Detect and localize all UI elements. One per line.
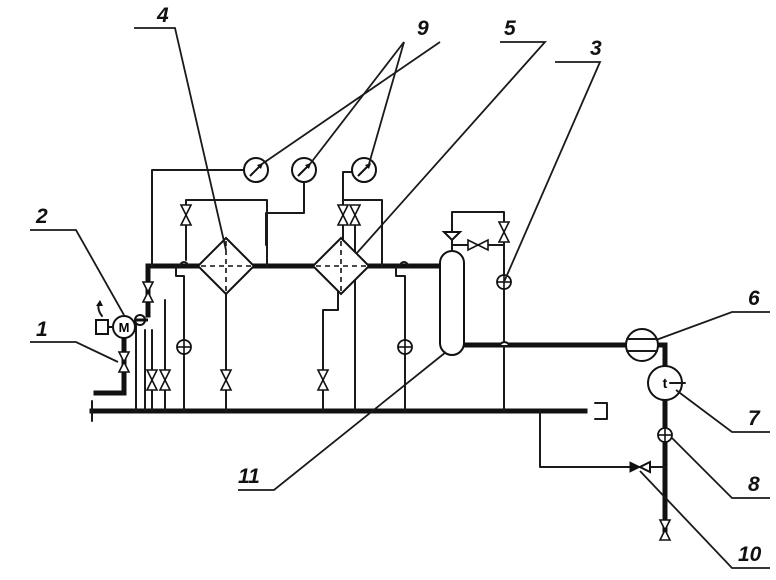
valve-filter1-drain	[220, 369, 232, 391]
valve-separator-horizontal	[467, 239, 489, 251]
check-fitting-2	[397, 339, 413, 355]
callout-5: 5	[504, 17, 516, 40]
callout-11: 11	[238, 465, 260, 488]
level-indicator: t	[647, 365, 686, 401]
callout-8: 8	[748, 473, 760, 496]
callout-1: 1	[36, 318, 48, 341]
separator-tank	[439, 231, 465, 356]
callout-9: 9	[417, 17, 429, 40]
callout-4: 4	[156, 4, 169, 27]
control-valve	[629, 460, 666, 474]
valve-2	[142, 281, 154, 303]
check-fitting-4	[657, 427, 673, 443]
pressure-gauge-3	[351, 157, 377, 183]
valve-bypass-2a	[337, 204, 349, 226]
suction-line	[93, 327, 127, 396]
check-fitting-1	[176, 339, 192, 355]
valve-bypass-2b	[349, 204, 361, 226]
callout-7: 7	[748, 407, 761, 430]
valve-bypass-1	[180, 204, 192, 226]
motor: M	[95, 300, 136, 339]
valve-drain-b	[159, 369, 171, 391]
level-mark: t	[663, 375, 668, 391]
leader-lines	[30, 27, 770, 569]
flow-meter	[625, 328, 659, 362]
valve-filter2-drain	[317, 369, 329, 391]
callout-10: 10	[738, 543, 762, 566]
callout-2: 2	[35, 205, 48, 228]
main-pressure-line	[145, 263, 445, 318]
bypass-lines	[185, 199, 383, 267]
pump	[134, 314, 148, 326]
valve-outlet	[659, 519, 671, 541]
outlet-line	[460, 342, 668, 533]
pipe-crossovers	[179, 261, 510, 346]
filter-1	[196, 236, 256, 296]
valve-separator-top	[498, 221, 510, 243]
valve-drain-a	[146, 369, 158, 391]
callout-3: 3	[590, 37, 602, 60]
callout-6: 6	[748, 287, 760, 310]
separator-lines	[451, 211, 641, 468]
drain-line	[89, 400, 608, 422]
valve-1	[118, 351, 130, 373]
motor-letter: M	[119, 320, 130, 335]
drain-branches	[135, 211, 406, 412]
filter-2	[311, 236, 371, 296]
